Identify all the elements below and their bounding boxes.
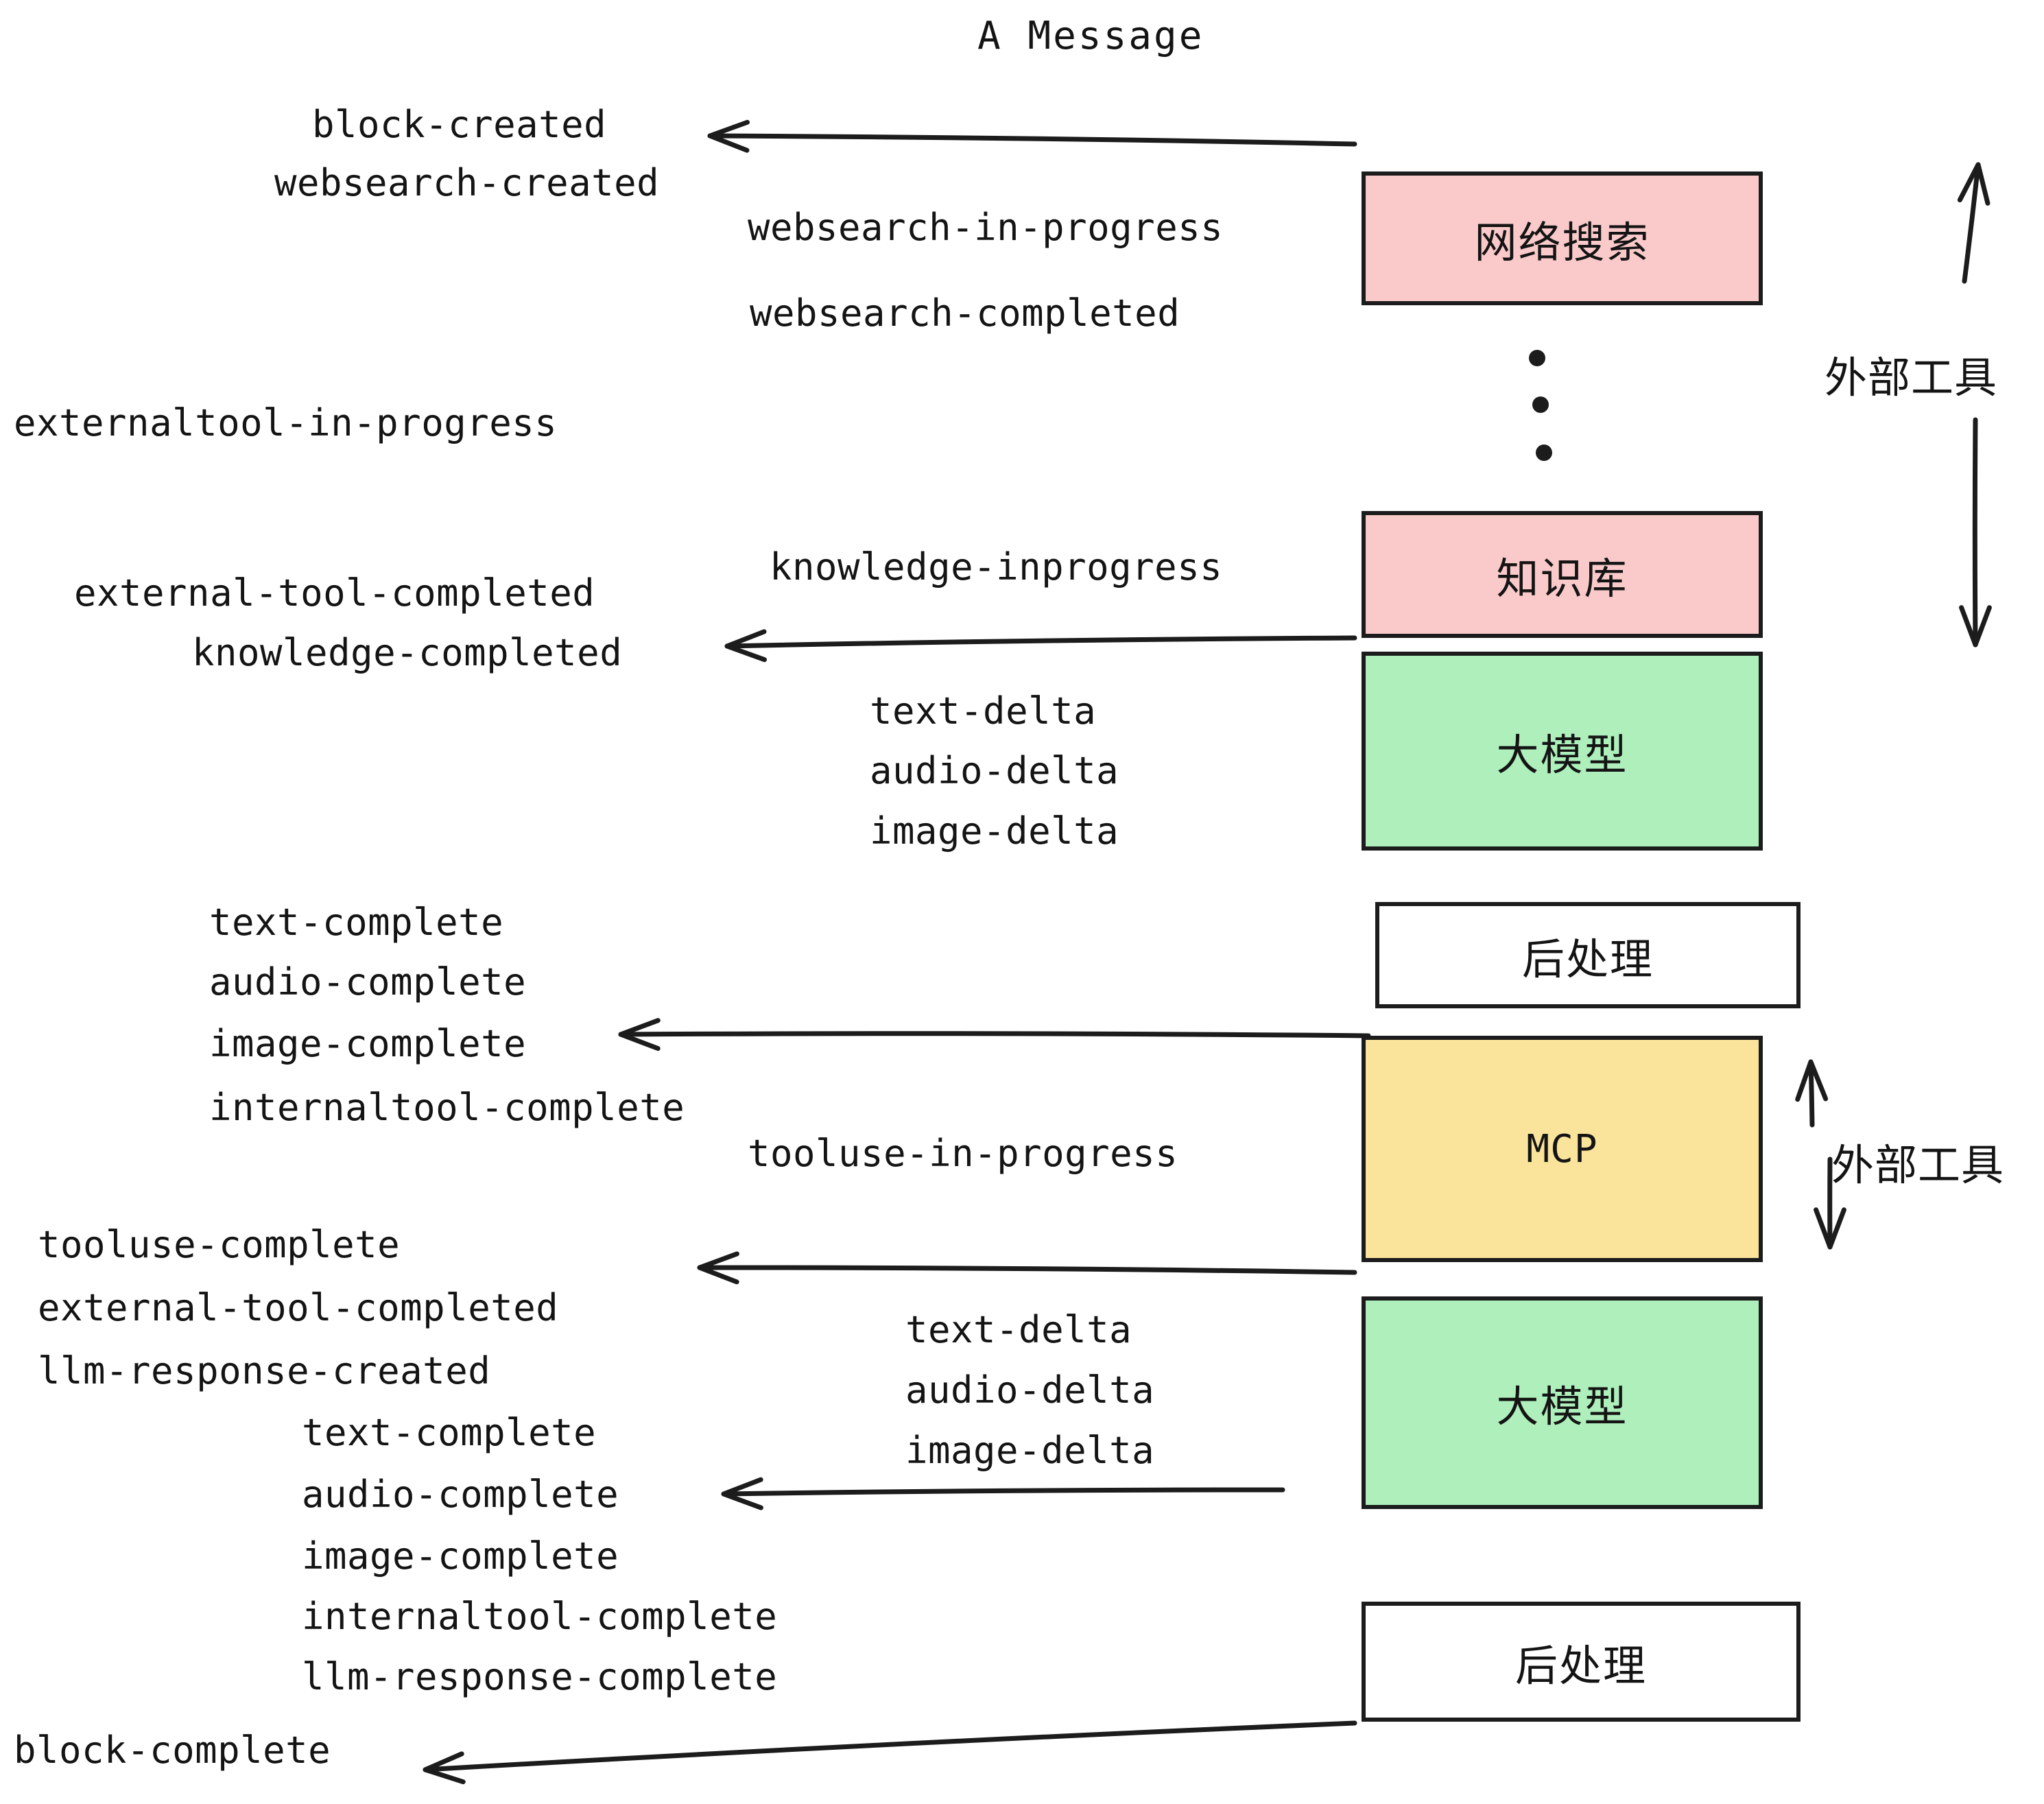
event-label-knowledge-completed: knowledge-completed: [192, 631, 623, 674]
page-title: A Message: [977, 14, 1204, 58]
event-label-llm-response-created: llm-response-created: [38, 1349, 491, 1392]
flow-arrow-tooluse-complete: [697, 1251, 1357, 1285]
event-label-block-complete: block-complete: [14, 1729, 331, 1772]
node-websearch: 网络搜索: [1362, 171, 1763, 305]
node-llm-1: 大模型: [1362, 652, 1763, 851]
node-label: 知识库: [1496, 553, 1628, 604]
event-label-external-tool-completed-2: external-tool-completed: [38, 1286, 559, 1329]
side-label-external-tools-bottom: 外部工具: [1831, 1140, 2005, 1190]
event-label-websearch-in-progress: websearch-in-progress: [748, 206, 1224, 249]
ellipsis-dot-icon: [1532, 396, 1549, 413]
event-label-websearch-created: websearch-created: [274, 161, 660, 204]
flow-arrow-audio-complete: [721, 1477, 1285, 1510]
event-label-text-delta-1: text-delta: [870, 689, 1097, 733]
scope-ext-tools-up-top: [1957, 162, 1990, 284]
event-label-internaltool-complete-2: internaltool-complete: [302, 1595, 778, 1638]
ellipsis-dot-icon: [1529, 350, 1545, 366]
node-knowledge: 知识库: [1362, 511, 1763, 638]
event-label-image-complete-1: image-complete: [209, 1022, 527, 1065]
event-label-knowledge-inprogress: knowledge-inprogress: [770, 545, 1223, 589]
node-label: 大模型: [1496, 1381, 1628, 1432]
event-label-text-complete-1: text-complete: [209, 901, 504, 944]
node-label: 后处理: [1514, 1640, 1647, 1691]
node-mcp: MCP: [1362, 1036, 1763, 1262]
event-label-internaltool-complete-1: internaltool-complete: [209, 1086, 685, 1129]
side-label-external-tools-top: 外部工具: [1825, 353, 1998, 403]
event-label-llm-response-complete: llm-response-complete: [302, 1655, 778, 1698]
node-label: MCP: [1526, 1126, 1598, 1172]
flow-arrow-block-complete: [423, 1720, 1357, 1785]
event-label-text-complete-2: text-complete: [302, 1411, 597, 1454]
event-label-audio-complete-1: audio-complete: [209, 960, 527, 1004]
node-label: 网络搜索: [1474, 217, 1650, 268]
flow-arrow-knowledge-done: [724, 629, 1357, 663]
node-postprocess-1: 后处理: [1375, 902, 1801, 1008]
scope-ext-tools-down-top: [1959, 417, 1992, 648]
event-label-image-delta-1: image-delta: [870, 809, 1119, 853]
flow-arrow-image-complete: [618, 1018, 1371, 1052]
event-label-audio-complete-2: audio-complete: [302, 1473, 619, 1516]
event-label-image-complete-2: image-complete: [302, 1534, 619, 1578]
event-label-text-delta-2: text-delta: [905, 1308, 1132, 1351]
event-label-externaltool-in-progress: externaltool-in-progress: [14, 401, 558, 444]
event-label-tooluse-in-progress: tooluse-in-progress: [748, 1132, 1178, 1175]
flow-arrow-block-created: [707, 119, 1357, 153]
event-label-block-created: block-created: [312, 103, 607, 146]
event-label-audio-delta-2: audio-delta: [905, 1368, 1155, 1412]
ellipsis-dot-icon: [1536, 444, 1552, 461]
node-llm-2: 大模型: [1362, 1296, 1763, 1509]
node-label: 后处理: [1521, 934, 1654, 984]
node-label: 大模型: [1496, 730, 1628, 780]
event-label-tooluse-complete: tooluse-complete: [38, 1223, 401, 1266]
event-label-image-delta-2: image-delta: [905, 1429, 1155, 1472]
event-label-external-tool-completed-1: external-tool-completed: [74, 571, 595, 615]
node-postprocess-2: 后处理: [1362, 1602, 1801, 1722]
event-label-audio-delta-1: audio-delta: [870, 749, 1119, 792]
scope-ext-tools-up-bottom: [1795, 1059, 1829, 1128]
event-label-websearch-completed: websearch-completed: [750, 292, 1180, 335]
